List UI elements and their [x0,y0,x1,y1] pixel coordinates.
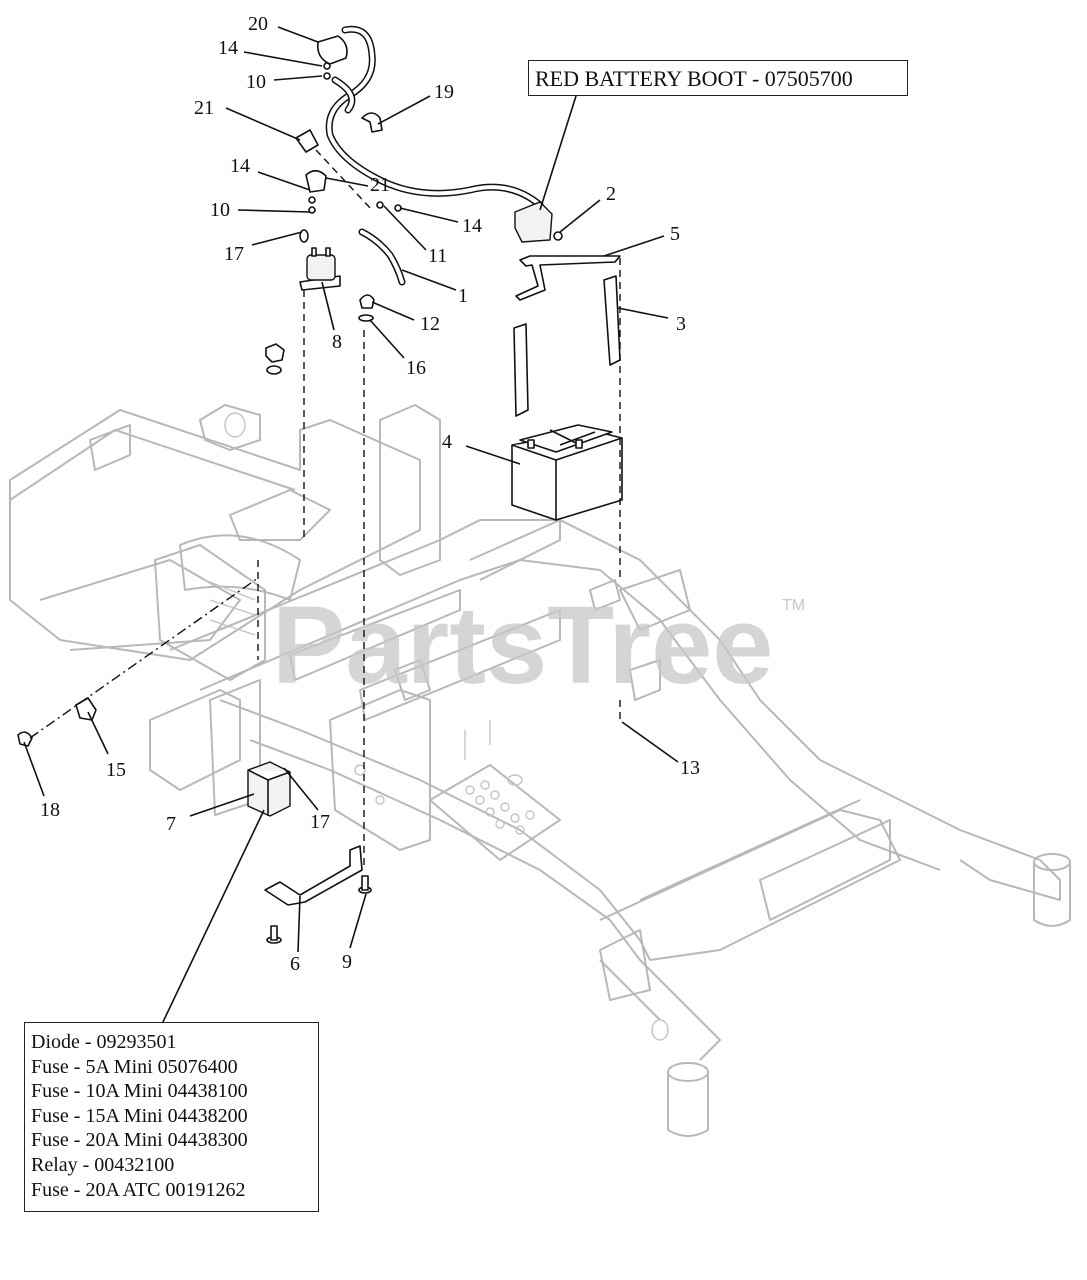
parts-list-item: Fuse - 5A Mini 05076400 [31,1055,238,1078]
parts-list-item: Fuse - 10A Mini 04438100 [31,1080,248,1103]
terminal-boot-21b [305,169,327,193]
callout-2: 2 [606,183,616,205]
callout-20: 20 [248,13,268,35]
starter-solenoid-8 [299,247,341,291]
callout-14-b: 14 [230,155,250,177]
fastener-12-16 [358,294,375,322]
leader-lines [23,26,679,1025]
hold-down-rod-left [513,323,529,417]
parts-list-item: Fuse - 20A Mini 04438300 [31,1129,248,1152]
callout-3: 3 [676,313,686,335]
hold-down-rod-3 [603,275,621,366]
callout-10-a: 10 [246,71,266,93]
callout-4: 4 [442,431,452,453]
callout-7: 7 [166,813,176,835]
terminal-boot-20 [316,35,348,65]
battery-4 [511,424,623,521]
callout-18: 18 [40,799,60,821]
callout-15: 15 [106,759,126,781]
callout-14-a: 14 [218,37,238,59]
callout-21-b: 21 [370,174,390,196]
watermark-text: PartsTree [272,584,773,707]
callout-19: 19 [434,81,454,103]
parts-list-box: Diode - 09293501 Fuse - 5A Mini 05076400… [24,1022,319,1212]
parts-list-item: Diode - 09293501 [31,1031,177,1053]
callout-5: 5 [670,223,680,245]
cable-clip-19 [361,112,383,133]
callout-14-c: 14 [462,215,482,237]
callout-9: 9 [342,951,352,973]
terminal-boot-21a [295,129,319,153]
callout-12: 12 [420,313,440,335]
callout-17-a: 17 [224,243,244,265]
mower-frame [9,404,1071,1137]
fastener-18 [17,731,33,747]
callout-10-b: 10 [210,199,230,221]
watermark-trademark: TM [782,597,805,614]
parts-list-item: Fuse - 15A Mini 04438200 [31,1104,248,1127]
nut-and-washer [265,343,285,375]
small-hardware [299,62,563,243]
callout-16: 16 [406,357,426,379]
assembly-lines [29,149,621,870]
callout-11: 11 [428,245,447,267]
callout-6: 6 [290,953,300,975]
red-battery-boot [514,201,553,243]
parts-list-item: Fuse - 20A ATC 00191262 [31,1178,246,1201]
red-battery-boot-label: RED BATTERY BOOT - 07505700 [528,60,908,96]
callout-17-b: 17 [310,811,330,833]
bracket-15 [75,697,97,721]
parts-list-item: Relay - 00432100 [31,1153,175,1176]
callout-numbers: 20 14 10 21 19 14 21 10 14 11 17 2 5 1 1… [40,13,700,975]
callout-21-a: 21 [194,97,214,119]
callout-13: 13 [680,757,700,779]
fuse-block-7 [247,761,291,817]
callout-1: 1 [458,285,468,307]
battery-cable [325,25,552,286]
mounting-bracket-6 [264,845,363,906]
bolts-9 [266,875,372,944]
callout-8: 8 [332,331,342,353]
